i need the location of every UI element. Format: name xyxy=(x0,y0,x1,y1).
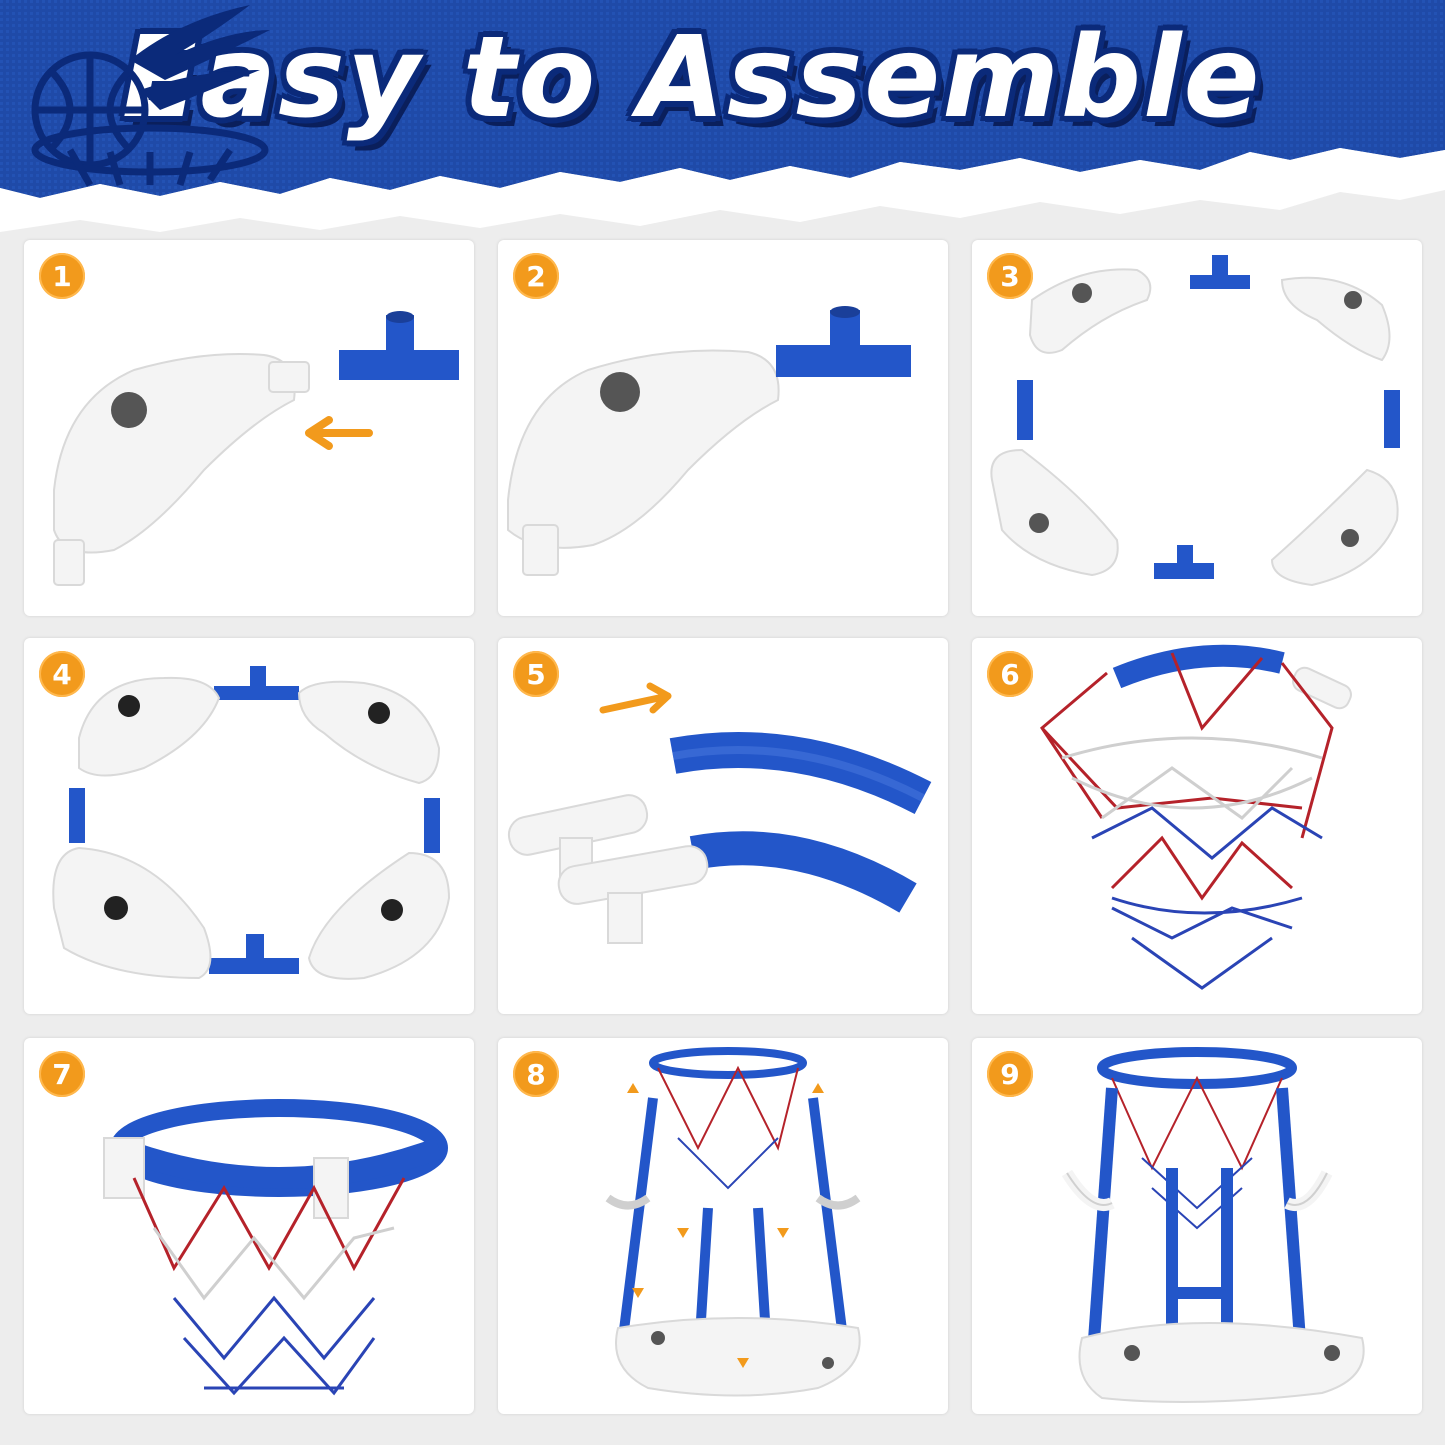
step-number-badge: 6 xyxy=(987,651,1033,697)
stand-exploded-icon xyxy=(605,1047,861,1397)
assembly-steps-grid: 1 2 xyxy=(24,240,1425,1420)
step-panel-2: 2 xyxy=(498,240,948,616)
curved-rim-tubes-icon xyxy=(507,682,932,944)
step-number-badge: 9 xyxy=(987,1051,1033,1097)
step-panel-9: 9 xyxy=(972,1038,1422,1414)
step-panel-5: 5 xyxy=(498,638,948,1014)
header-banner: Easy to Assemble xyxy=(0,0,1445,240)
step-panel-1: 1 xyxy=(24,240,474,616)
step-number-badge: 3 xyxy=(987,253,1033,299)
step-panel-4: 4 xyxy=(24,638,474,1014)
step-panel-6: 6 xyxy=(972,638,1422,1014)
hoop-assembled-icon xyxy=(103,1099,448,1396)
float-joined-connector-icon xyxy=(507,306,911,576)
float-and-t-connector-icon xyxy=(53,311,459,586)
step-panel-3: 3 xyxy=(972,240,1422,616)
step-number-badge: 5 xyxy=(513,651,559,697)
step-number-badge: 4 xyxy=(39,651,85,697)
rim-with-net-icon xyxy=(1040,644,1352,990)
page-title: Easy to Assemble xyxy=(122,13,1262,143)
stand-complete-icon xyxy=(1061,1047,1365,1403)
basketball-fire-icon xyxy=(31,5,270,187)
step-number-badge: 1 xyxy=(39,253,85,299)
torn-paper-banner xyxy=(0,0,1445,232)
step-panel-7: 7 xyxy=(24,1038,474,1414)
step-panel-8: 8 xyxy=(498,1038,948,1414)
step-number-badge: 2 xyxy=(513,253,559,299)
four-floats-ring-icon xyxy=(52,666,451,980)
step-number-badge: 7 xyxy=(39,1051,85,1097)
step-number-badge: 8 xyxy=(513,1051,559,1097)
four-floats-exploded-icon xyxy=(990,255,1400,587)
